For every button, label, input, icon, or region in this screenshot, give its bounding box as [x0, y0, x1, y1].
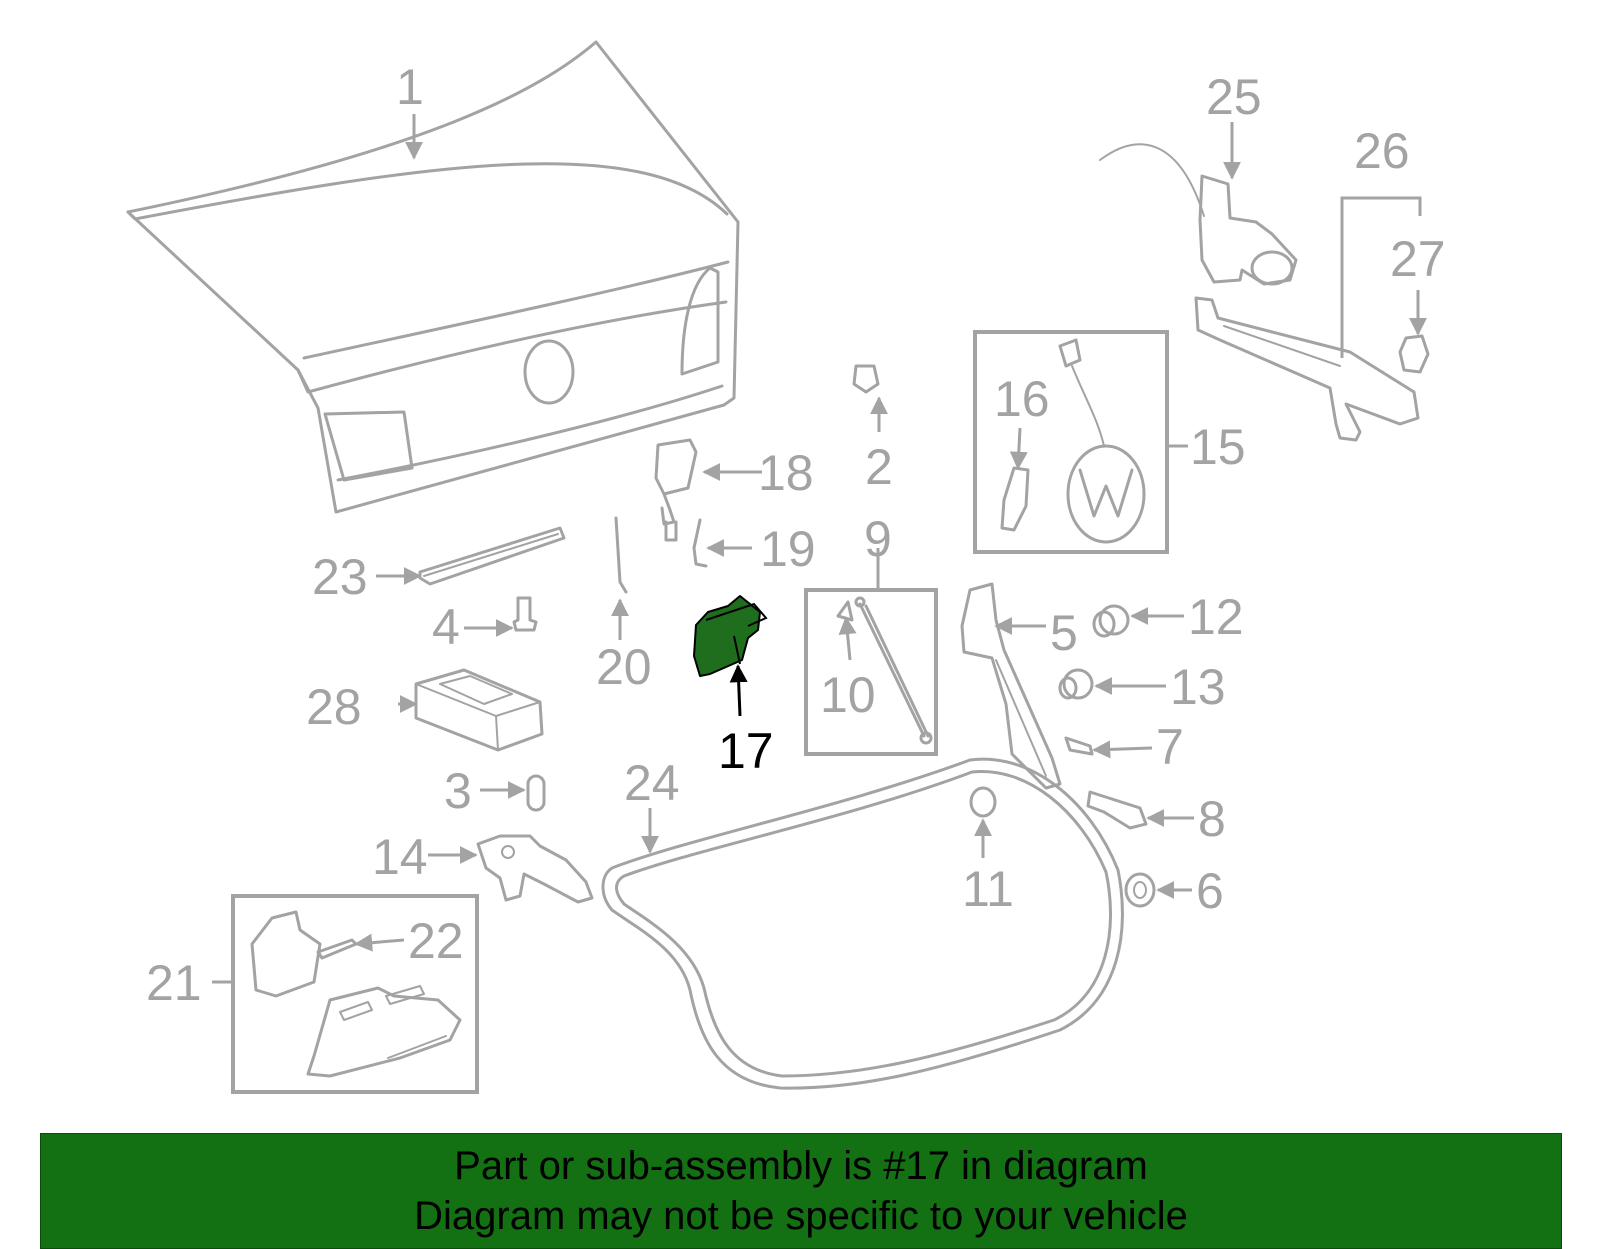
washer-part-6[interactable] [1124, 872, 1156, 908]
callout-8: 8 [1198, 791, 1226, 847]
callout-27: 27 [1390, 231, 1446, 287]
callout-labels: 1 2 3 4 5 6 7 8 9 10 11 12 13 14 15 16 1… [146, 59, 1446, 1011]
bumper-part-11[interactable] [969, 786, 997, 818]
trim-strip-part-23[interactable] [418, 526, 566, 586]
callout-4: 4 [432, 599, 460, 655]
cap-part-13[interactable] [1058, 668, 1094, 700]
module-part-28[interactable] [414, 668, 544, 752]
callout-1: 1 [396, 59, 424, 115]
callout-17: 17 [718, 723, 774, 779]
grommet-part-3[interactable] [526, 774, 546, 812]
callout-16: 16 [994, 371, 1050, 427]
grommet-part-12[interactable] [1092, 604, 1130, 638]
callout-24: 24 [624, 755, 680, 811]
callout-21: 21 [146, 955, 202, 1011]
callout-5: 5 [1050, 605, 1078, 661]
rod-part-20[interactable] [614, 516, 628, 594]
trunk-lid-part[interactable] [126, 40, 740, 514]
leader-lines [212, 114, 1427, 984]
callout-2: 2 [865, 439, 893, 495]
callout-19: 19 [760, 521, 816, 577]
plate-part-8[interactable] [1086, 790, 1148, 830]
bolt-part-4[interactable] [512, 596, 538, 632]
callout-15: 15 [1190, 419, 1246, 475]
bracket-part-5[interactable] [960, 582, 1062, 790]
latch-group-21[interactable] [231, 894, 479, 1094]
callout-7: 7 [1156, 719, 1184, 775]
strut-group-9[interactable] [804, 588, 938, 756]
callout-11: 11 [962, 861, 1014, 917]
hinge-bracket-part-14[interactable] [476, 834, 594, 904]
callout-6: 6 [1196, 863, 1224, 919]
callout-25: 25 [1206, 69, 1262, 125]
rod-part-19[interactable] [692, 518, 708, 568]
banner-line-2: Diagram may not be specific to your vehi… [414, 1194, 1188, 1238]
callout-9: 9 [864, 511, 892, 567]
clip-part-27[interactable] [1398, 334, 1430, 374]
callout-20: 20 [596, 639, 652, 695]
callout-14: 14 [372, 829, 428, 885]
weatherstrip-part-24[interactable] [601, 757, 1124, 1090]
lock-part-17[interactable] [693, 595, 768, 677]
callout-3: 3 [444, 763, 472, 819]
clip-part-2[interactable] [852, 364, 880, 394]
callout-10: 10 [820, 667, 876, 723]
callout-13: 13 [1170, 659, 1226, 715]
screw-part-7[interactable] [1064, 736, 1094, 756]
hinge-part-26[interactable] [1194, 296, 1420, 442]
emblem-group-15[interactable] [973, 330, 1169, 554]
callout-18: 18 [758, 445, 814, 501]
callout-22: 22 [408, 913, 464, 969]
info-banner: Part or sub-assembly is #17 in diagram D… [40, 1133, 1562, 1249]
banner-line-1: Part or sub-assembly is #17 in diagram [454, 1144, 1148, 1188]
callout-28: 28 [306, 679, 362, 735]
callout-23: 23 [312, 549, 368, 605]
actuator-part-18[interactable] [654, 438, 698, 542]
motor-part-25[interactable] [1099, 143, 1298, 286]
callout-12: 12 [1188, 589, 1244, 645]
callout-26: 26 [1354, 123, 1410, 179]
